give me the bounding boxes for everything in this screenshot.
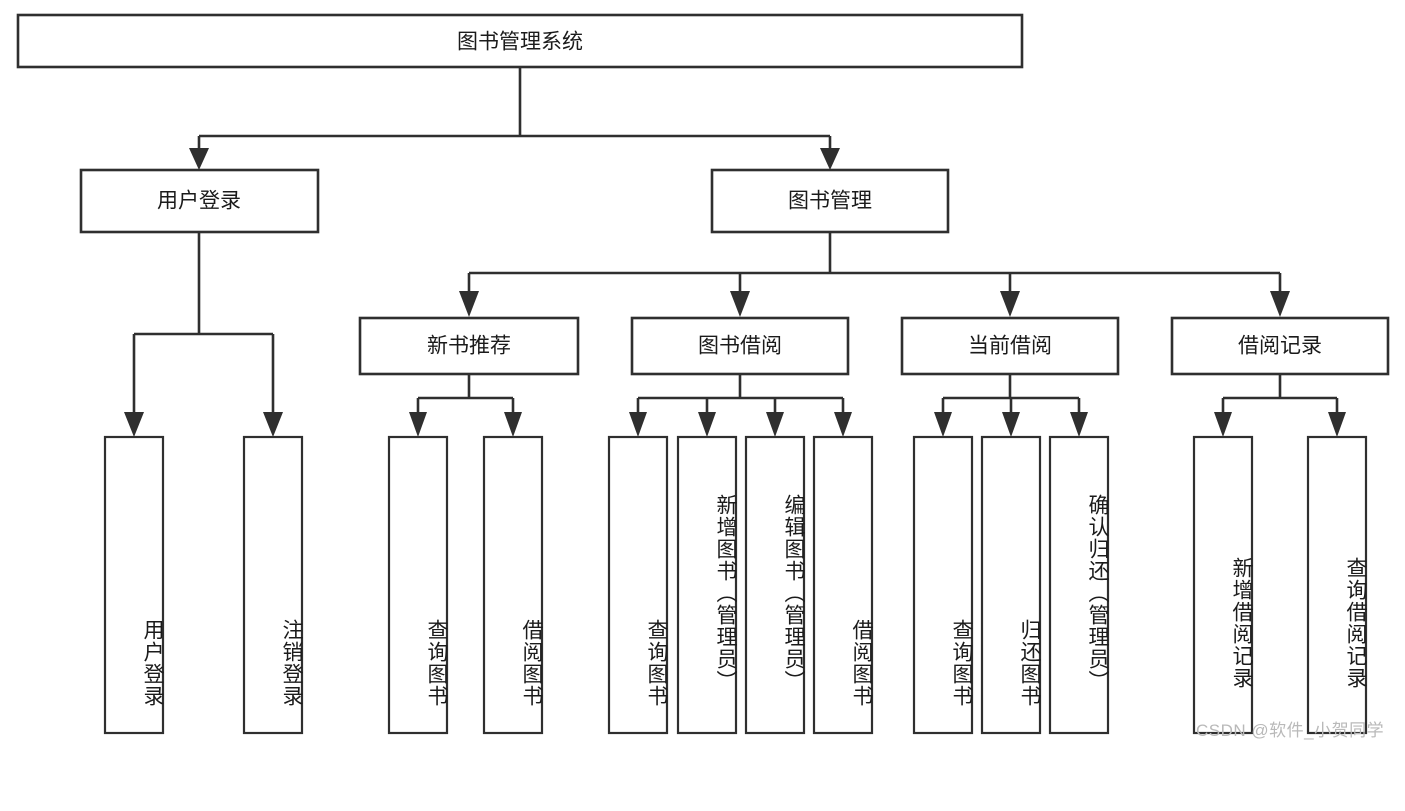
leaf-box-cb-2[interactable] — [980, 435, 1042, 735]
node-new-book-recommend[interactable]: 新书推荐 — [358, 316, 580, 376]
connector-group-book-manage — [459, 232, 1290, 317]
arrowhead-leaf-bb-1 — [629, 412, 647, 437]
arrowhead-leaf-nbr-2 — [504, 412, 522, 437]
node-borrow-record[interactable]: 借阅记录 — [1170, 316, 1390, 376]
leaf-boxes-book-borrow — [607, 435, 874, 735]
node-current-borrow[interactable]: 当前借阅 — [900, 316, 1120, 376]
leaf-box-nbr-1[interactable] — [387, 435, 449, 735]
connector-group-current-borrow — [934, 375, 1088, 437]
leaf-box-cb-3[interactable] — [1048, 435, 1110, 735]
connector-group-new-book-recommend — [409, 375, 522, 437]
node-root[interactable]: 图书管理系统 — [16, 13, 1024, 69]
arrowhead-leaf-br-2 — [1328, 412, 1346, 437]
node-current-borrow-box[interactable] — [900, 316, 1120, 376]
leaf-box-nbr-2[interactable] — [482, 435, 544, 735]
leaf-box-user-login-2[interactable] — [242, 435, 304, 735]
leaf-box-cb-1[interactable] — [912, 435, 974, 735]
arrowhead-leaf-cb-3 — [1070, 412, 1088, 437]
arrowhead-leaf-br-1 — [1214, 412, 1232, 437]
arrowhead-new-book-recommend — [459, 291, 479, 317]
node-borrow-record-box[interactable] — [1170, 316, 1390, 376]
leaf-box-user-login-1[interactable] — [103, 435, 165, 735]
leaf-boxes-current-borrow — [912, 435, 1110, 735]
connector-group-root — [189, 67, 840, 170]
arrowhead-leaf-nbr-1 — [409, 412, 427, 437]
node-borrow-record-label: 借阅记录 — [1238, 335, 1322, 358]
leaf-box-bb-3[interactable] — [744, 435, 806, 735]
node-new-book-recommend-label: 新书推荐 — [427, 335, 511, 358]
node-book-borrow-box[interactable] — [630, 316, 850, 376]
arrowhead-leaf-bb-4 — [834, 412, 852, 437]
arrowhead-leaf-cb-2 — [1002, 412, 1020, 437]
node-new-book-recommend-box[interactable] — [358, 316, 580, 376]
node-user-login-box[interactable] — [79, 168, 320, 234]
leaf-box-bb-4[interactable] — [812, 435, 874, 735]
csdn-watermark: CSDN @软件_小贺同学 — [1196, 721, 1385, 740]
node-book-manage-label: 图书管理 — [788, 190, 872, 213]
node-book-manage[interactable]: 图书管理 — [710, 168, 950, 234]
node-book-manage-box[interactable] — [710, 168, 950, 234]
node-user-login-label: 用户登录 — [157, 190, 241, 213]
arrowhead-leaf-user-login-1 — [124, 412, 144, 437]
leaf-boxes-new-book-recommend — [387, 435, 544, 735]
leaf-box-br-2[interactable] — [1306, 435, 1368, 735]
arrowhead-book-borrow — [730, 291, 750, 317]
node-user-login[interactable]: 用户登录 — [79, 168, 320, 234]
node-root-label: 图书管理系统 — [457, 31, 583, 54]
node-current-borrow-label: 当前借阅 — [968, 335, 1052, 358]
connector-group-borrow-record — [1214, 375, 1346, 437]
node-root-box[interactable] — [16, 13, 1024, 69]
arrowhead-leaf-bb-2 — [698, 412, 716, 437]
arrowhead-leaf-bb-3 — [766, 412, 784, 437]
arrowhead-borrow-record — [1270, 291, 1290, 317]
functional-structure-diagram: 图书管理系统 用户登录 图书管理 新书推荐 图书借阅 当前借阅 借阅记录 — [16, 13, 1390, 740]
tree-svg-canvas: 图书管理系统 用户登录 图书管理 新书推荐 图书借阅 当前借阅 借阅记录 — [16, 13, 1390, 735]
node-book-borrow-label: 图书借阅 — [698, 335, 782, 358]
arrowhead-current-borrow — [1000, 291, 1020, 317]
leaf-box-bb-1[interactable] — [607, 435, 669, 735]
node-book-borrow[interactable]: 图书借阅 — [630, 316, 850, 376]
leaf-boxes-user-login — [103, 435, 304, 735]
leaf-box-bb-2[interactable] — [676, 435, 738, 735]
connector-group-user-login — [124, 232, 283, 437]
leaf-box-br-1[interactable] — [1192, 435, 1254, 735]
arrowhead-leaf-cb-1 — [934, 412, 952, 437]
connector-group-book-borrow — [629, 375, 852, 437]
arrowhead-book-manage — [820, 148, 840, 170]
arrowhead-leaf-user-login-2 — [263, 412, 283, 437]
leaf-boxes-borrow-record — [1192, 435, 1368, 735]
arrowhead-user-login — [189, 148, 209, 170]
